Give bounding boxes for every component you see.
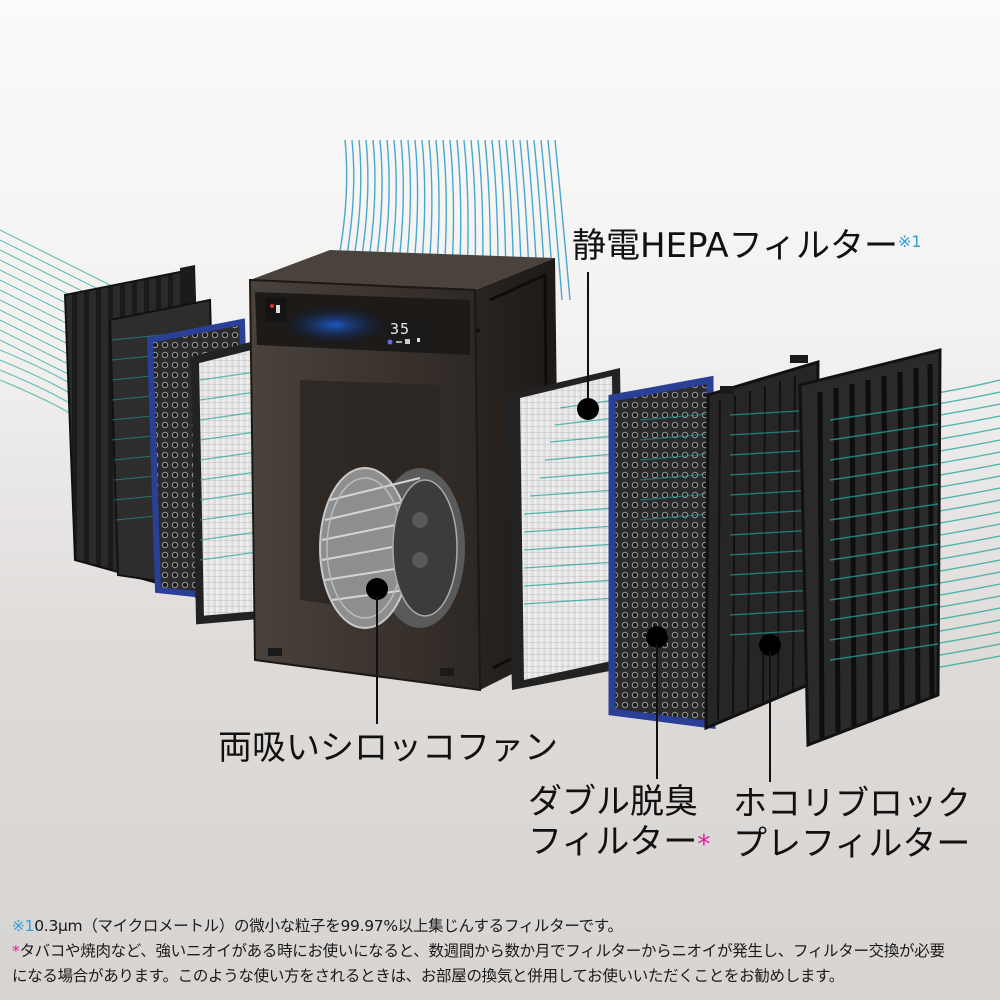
sirocco-fan-label: 両吸いシロッコファン <box>218 728 558 768</box>
deodorizer-filter-label: ダブル脱臭 フィルター* <box>528 782 710 865</box>
right-hepa-filter <box>505 368 625 690</box>
deodorizer-marker-dot <box>646 626 668 648</box>
prefilter-marker-dot <box>759 634 781 656</box>
footnote-star-line1: *タバコや焼肉など、強いニオイがある時にお使いになると、数週間から数か月でフィル… <box>12 942 945 960</box>
fan-leader-line <box>376 596 378 724</box>
hepa-filter-label-text: 静電HEPAフィルター <box>572 226 898 266</box>
display-reading: 35 <box>390 320 411 338</box>
sirocco-fan <box>319 467 465 629</box>
fan-speed-icon <box>405 339 410 344</box>
prefilter-leader-line <box>769 652 771 782</box>
deodorizer-leader-line <box>656 644 658 779</box>
footnote-1: ※10.3μm（マイクロメートル）の微小な粒子を99.97%以上集じんするフィル… <box>12 917 623 935</box>
footnote-mark-1: ※1 <box>897 232 922 251</box>
hepa-marker-dot <box>577 398 599 420</box>
sirocco-fan-label-text: 両吸いシロッコファン <box>218 728 558 768</box>
prefilter-label-line1: ホコリブロック <box>733 784 971 824</box>
fan-marker-dot <box>366 578 388 600</box>
hepa-filter-label: 静電HEPAフィルター※1 <box>572 226 922 266</box>
footnote-star-line2: になる場合があります。このような使い方をされるときは、お部屋の換気と併用してお使… <box>12 967 844 985</box>
droplet-icon <box>387 339 393 345</box>
deodorizer-label-line1: ダブル脱臭 <box>528 782 698 822</box>
right-front-grille <box>798 348 942 748</box>
footnotes: ※10.3μm（マイクロメートル）の微小な粒子を99.97%以上集じんするフィル… <box>12 914 997 989</box>
right-deodorizer-filter <box>608 375 716 729</box>
footnote-mark-star: * <box>697 830 711 860</box>
deodorizer-label-line2: フィルター <box>528 822 698 862</box>
left-hepa-filter <box>190 339 265 625</box>
prefilter-label: ホコリブロック プレフィルター <box>733 784 971 864</box>
hepa-leader-line <box>587 272 589 407</box>
prefilter-label-line2: プレフィルター <box>733 824 971 864</box>
